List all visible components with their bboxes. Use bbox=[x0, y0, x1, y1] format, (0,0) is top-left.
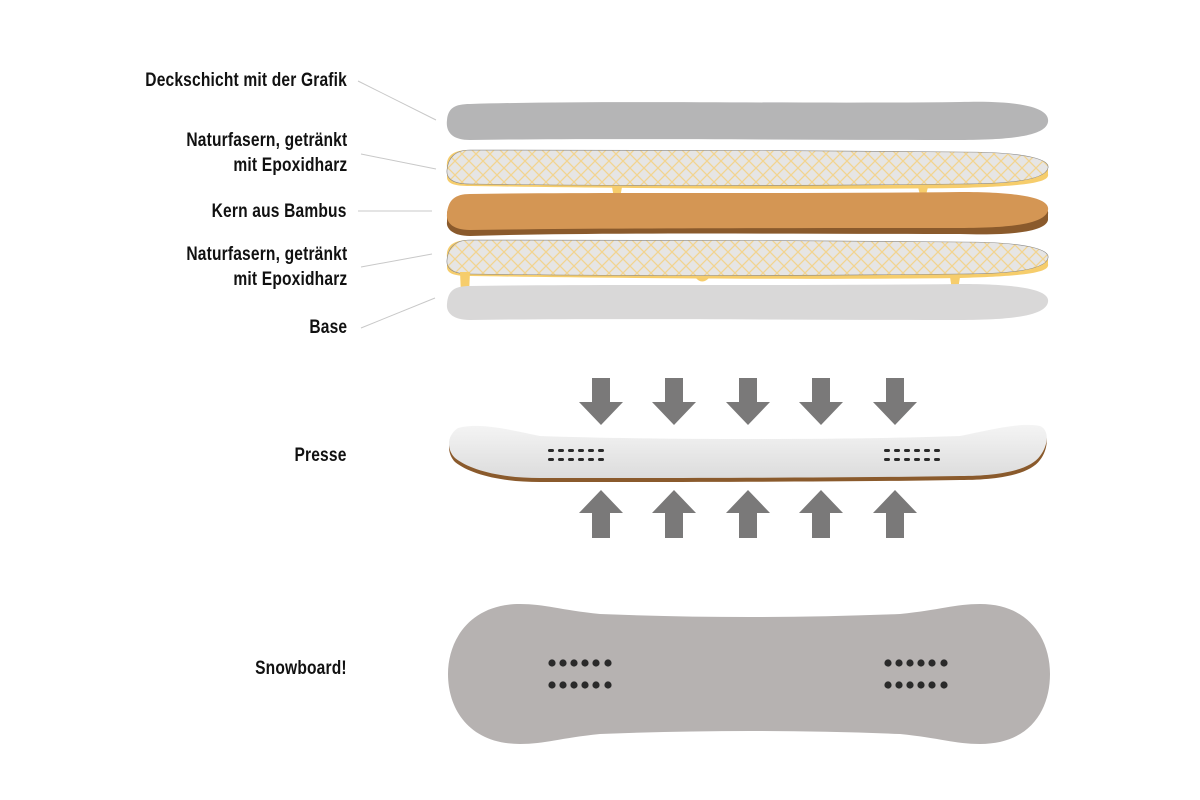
layer-base bbox=[446, 284, 1049, 320]
leader-lines bbox=[357, 80, 437, 329]
arrow-up-icon bbox=[799, 490, 843, 538]
label-base: Base bbox=[309, 315, 347, 340]
label-snowboard-text: Snowboard! bbox=[255, 658, 347, 679]
layer-fibers-top bbox=[446, 149, 1049, 200]
label-fibers-bottom-line1: Naturfasern, getränkt bbox=[185, 244, 347, 265]
arrow-down-icon bbox=[652, 378, 696, 425]
label-core: Kern aus Bambus bbox=[212, 199, 347, 224]
layer-fibers-bottom bbox=[446, 239, 1049, 297]
leader-line-fibers-top bbox=[360, 153, 437, 170]
layer-top-sheet bbox=[446, 101, 1049, 140]
arrow-up-icon bbox=[873, 490, 917, 538]
binding-inserts-right bbox=[884, 449, 940, 461]
arrow-down-icon bbox=[873, 378, 917, 425]
arrow-up-icon bbox=[579, 490, 623, 538]
label-base-text: Base bbox=[309, 317, 347, 338]
label-fibers-top: Naturfasern, getränkt mit Epoxidharz bbox=[186, 128, 347, 178]
finished-snowboard bbox=[448, 604, 1050, 744]
label-press-text: Presse bbox=[294, 445, 347, 466]
arrow-down-icon bbox=[799, 378, 843, 425]
label-fibers-bottom-line2: mit Epoxidharz bbox=[233, 269, 347, 290]
arrow-up-icon bbox=[726, 490, 770, 538]
binding-inserts-left bbox=[548, 659, 612, 689]
label-top-sheet-text: Deckschicht mit der Grafik bbox=[145, 70, 347, 91]
arrow-up-icon bbox=[652, 490, 696, 538]
label-core-text: Kern aus Bambus bbox=[212, 201, 347, 222]
arrow-down-icon bbox=[726, 378, 770, 425]
leader-line-top-sheet bbox=[357, 80, 437, 121]
label-fibers-top-line2: mit Epoxidharz bbox=[233, 155, 347, 176]
label-top-sheet: Deckschicht mit der Grafik bbox=[145, 68, 347, 93]
label-fibers-top-line1: Naturfasern, getränkt bbox=[185, 130, 347, 151]
label-press: Presse bbox=[295, 443, 347, 468]
label-fibers-bottom: Naturfasern, getränkt mit Epoxidharz bbox=[186, 242, 347, 292]
pressed-board bbox=[448, 424, 1047, 482]
binding-inserts-right bbox=[884, 659, 948, 689]
binding-inserts-left bbox=[548, 449, 604, 461]
layer-bamboo-core bbox=[446, 192, 1049, 236]
press-arrows-up bbox=[579, 490, 917, 538]
press-arrows-down bbox=[579, 378, 917, 425]
leader-line-fibers-bottom bbox=[360, 253, 433, 268]
leader-line-base bbox=[360, 297, 436, 329]
arrow-down-icon bbox=[579, 378, 623, 425]
label-snowboard: Snowboard! bbox=[255, 656, 347, 681]
